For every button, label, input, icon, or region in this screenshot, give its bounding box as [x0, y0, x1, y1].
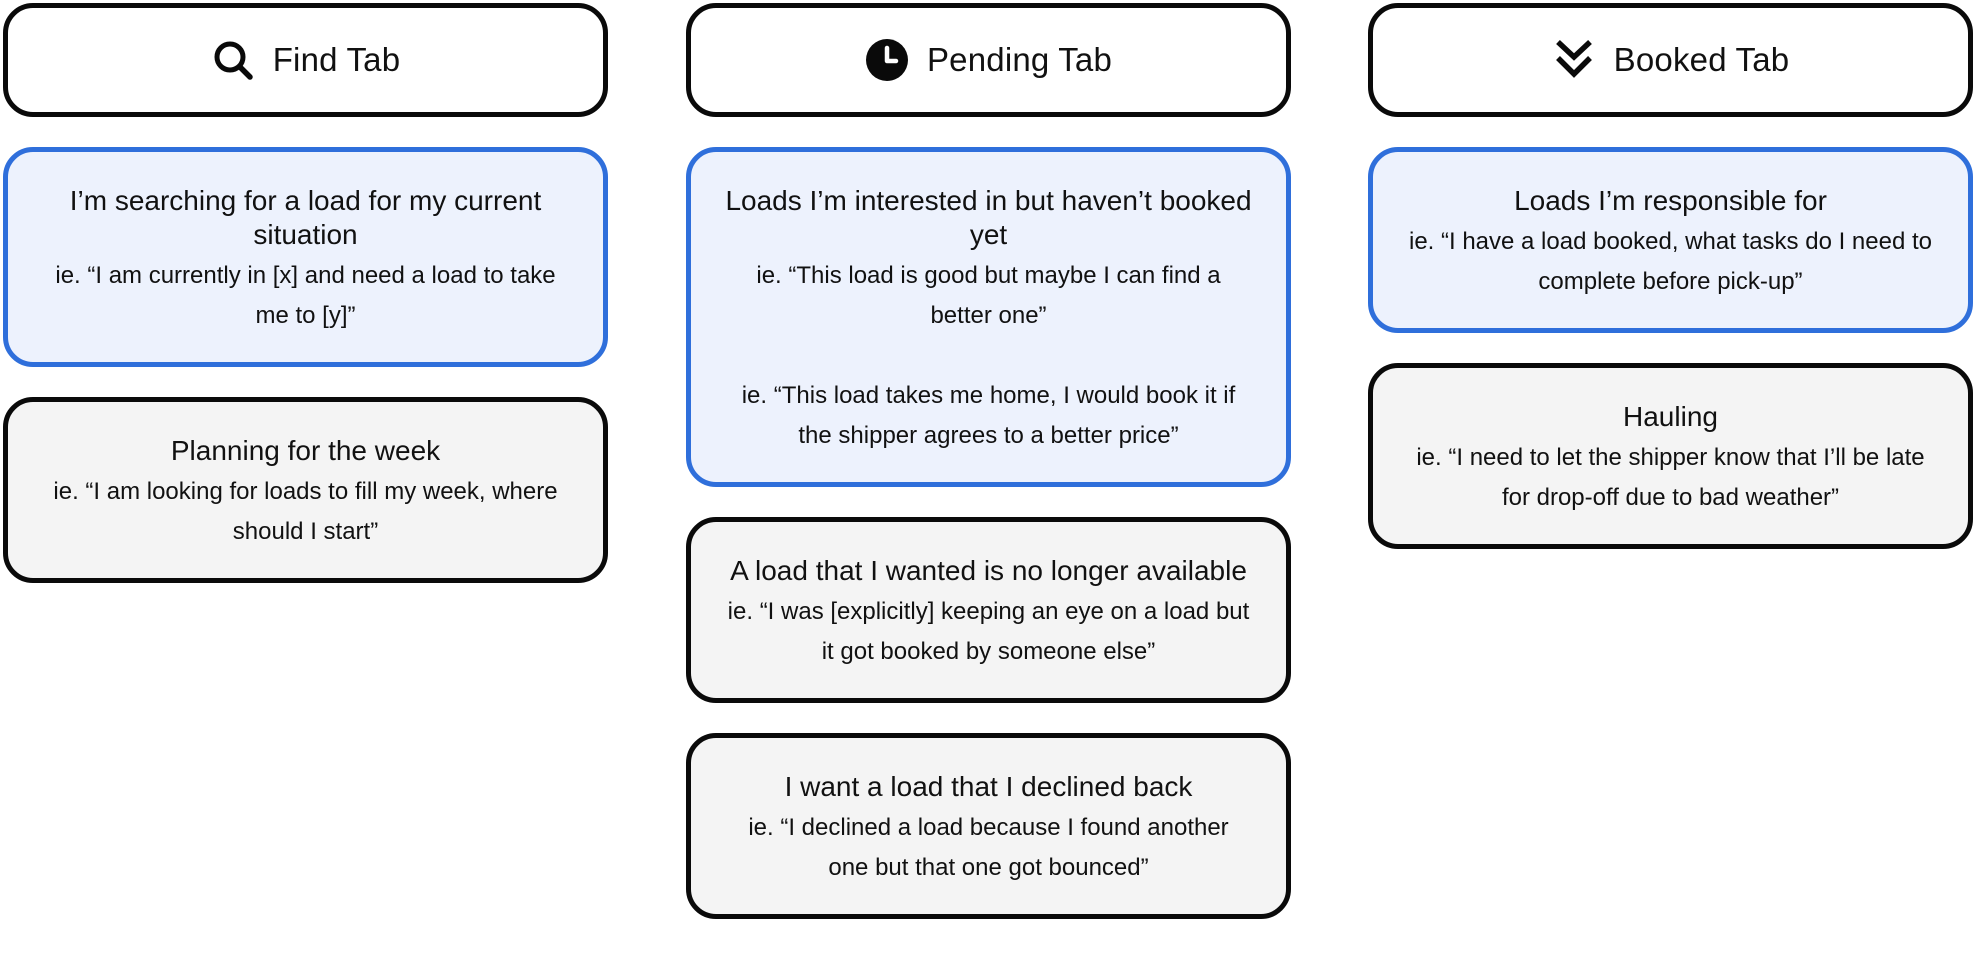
- card-interested-not-booked: Loads I’m interested in but haven’t book…: [686, 147, 1291, 487]
- card-quote: ie. “I need to let the shipper know that…: [1416, 444, 1925, 511]
- card-quote: ie. “This load takes me home, I would bo…: [741, 382, 1236, 449]
- find-tab-column: Find Tab I’m searching for a load for my…: [3, 3, 608, 613]
- find-tab-header[interactable]: Find Tab: [3, 3, 608, 117]
- booked-tab-column: Booked Tab Loads I’m responsible for ie.…: [1368, 3, 1973, 579]
- card-quote: ie. “I am currently in [x] and need a lo…: [55, 262, 556, 329]
- double-check-icon: [1552, 38, 1596, 82]
- booked-tab-label: Booked Tab: [1613, 41, 1790, 78]
- pending-tab-column: Pending Tab Loads I’m interested in but …: [686, 3, 1291, 949]
- card-quote: ie. “I have a load booked, what tasks do…: [1408, 228, 1932, 295]
- card-quote: ie. “This load is good but maybe I can f…: [756, 262, 1221, 329]
- card-planning-week: Planning for the week ie. “I am looking …: [3, 397, 608, 583]
- card-title: I want a load that I declined back: [784, 771, 1193, 802]
- clock-icon: [865, 38, 909, 82]
- card-declined-back: I want a load that I declined back ie. “…: [686, 733, 1291, 919]
- card-hauling: Hauling ie. “I need to let the shipper k…: [1368, 363, 1973, 549]
- card-title: Loads I’m interested in but haven’t book…: [725, 185, 1252, 250]
- card-quote: ie. “I declined a load because I found a…: [748, 814, 1229, 881]
- pending-tab-label: Pending Tab: [926, 41, 1113, 78]
- card-current-situation: I’m searching for a load for my current …: [3, 147, 608, 367]
- card-quote: ie. “I am looking for loads to fill my w…: [53, 478, 558, 545]
- card-quote: ie. “I was [explicitly] keeping an eye o…: [727, 598, 1250, 665]
- card-responsible-loads: Loads I’m responsible for ie. “I have a …: [1368, 147, 1973, 333]
- search-icon: [211, 38, 255, 82]
- card-title: Planning for the week: [170, 435, 441, 466]
- booked-tab-header[interactable]: Booked Tab: [1368, 3, 1973, 117]
- card-title: I’m searching for a load for my current …: [69, 185, 542, 250]
- card-load-unavailable: A load that I wanted is no longer availa…: [686, 517, 1291, 703]
- find-tab-label: Find Tab: [272, 41, 401, 78]
- pending-tab-header[interactable]: Pending Tab: [686, 3, 1291, 117]
- card-title: A load that I wanted is no longer availa…: [730, 555, 1247, 586]
- card-title: Loads I’m responsible for: [1514, 185, 1827, 216]
- card-title: Hauling: [1623, 401, 1718, 432]
